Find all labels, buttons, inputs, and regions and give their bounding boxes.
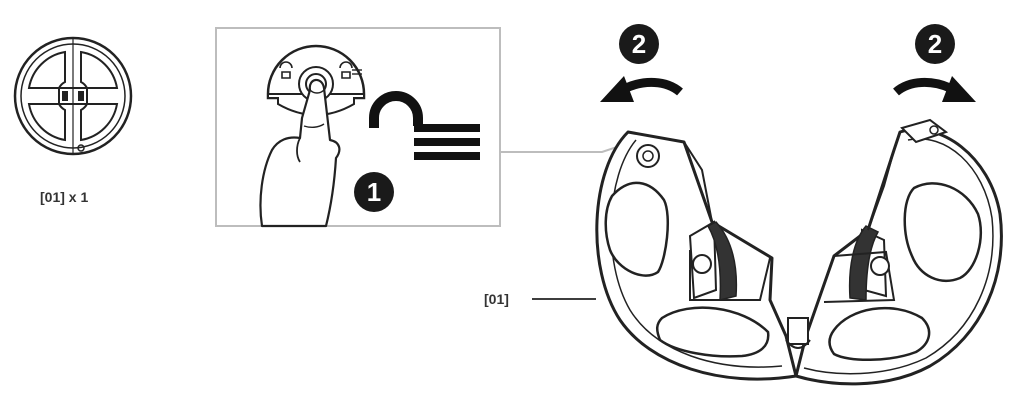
reel-right-half [794,118,1003,386]
reel-callout-label: [01] [484,291,509,307]
svg-text:2: 2 [632,29,646,59]
reel-part-icon [13,36,133,156]
part-count-label: [01] x 1 [40,189,88,205]
rotate-arrow-icon [600,76,683,102]
unlock-icon [369,91,480,160]
inset-connector-line [500,141,633,153]
step2-right-badge: 2 [915,24,955,64]
svg-text:1: 1 [367,177,381,207]
reel-left-half [595,130,798,381]
svg-text:2: 2 [928,29,942,59]
step1-badge: 1 [354,172,394,212]
rotate-arrow-right-icon [893,76,976,102]
pressing-hand-icon [259,78,341,228]
reel-hinge [785,317,811,349]
step2-left-badge: 2 [619,24,659,64]
